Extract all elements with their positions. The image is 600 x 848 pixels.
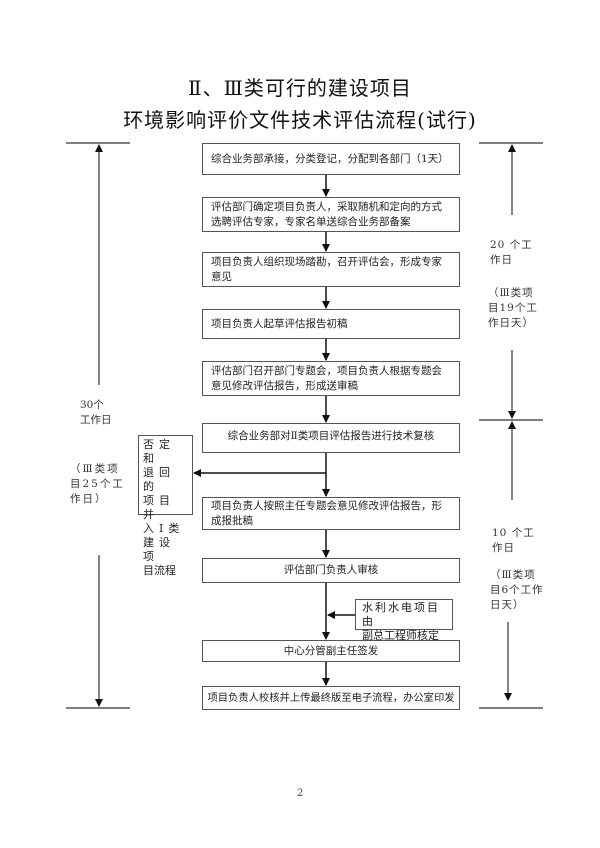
right-lower-sub-1: （Ⅲ类项	[490, 569, 536, 581]
right-upper-duration-note: （Ⅲ类项 目19个工 作日天）	[488, 286, 538, 331]
right-lower-duration-note: （Ⅲ类项 目6个工作 日天）	[490, 568, 544, 613]
right-upper-line-2: 作日	[490, 254, 513, 266]
left-duration-note: （Ⅲ类项 目25个工 作日）	[70, 462, 125, 507]
right-upper-sub-1: （Ⅲ类项	[488, 287, 534, 299]
step-9-box: 中心分管副主任签发	[202, 640, 460, 662]
rejected-note-line: 否定和	[143, 438, 175, 465]
left-duration-sub-3: 作日）	[70, 493, 108, 505]
right-upper-line-1: 20 个工	[490, 239, 533, 251]
rejected-note-line: 退回的	[143, 466, 175, 493]
right-lower-duration-label: 10 个工 作日	[492, 526, 535, 556]
rejected-note-line: 建设项	[143, 536, 175, 563]
step-7-text: 项目负责人按照主任专题会意见修改评估报告，形成报批稿	[211, 499, 442, 527]
step-1-box: 综合业务部承接，分类登记，分配到各部门（1天）	[202, 143, 460, 175]
step-3-text: 项目负责人组织现场踏勘，召开评估会，形成专家意见	[211, 255, 442, 283]
rejected-note-line: 入Ⅰ类	[143, 522, 185, 535]
rejected-note-box: 否定和 退回的 项目并 入Ⅰ类 建设项 目流程	[138, 435, 193, 577]
step-6-box: 综合业务部对Ⅱ类项目评估报告进行技术复核	[202, 423, 460, 453]
left-duration-sub-1: （Ⅲ类项	[70, 463, 120, 475]
rejected-note-line: 目流程	[143, 564, 176, 577]
step-7-box: 项目负责人按照主任专题会意见修改评估报告，形成报批稿	[202, 497, 460, 530]
step-8-box: 评估部门负责人审核	[202, 558, 460, 583]
step-6-text: 综合业务部对Ⅱ类项目评估报告进行技术复核	[227, 430, 435, 442]
step-8-text: 评估部门负责人审核	[283, 564, 379, 576]
page-number: 2	[296, 788, 304, 799]
right-upper-sub-2: 目19个工	[488, 302, 538, 314]
rejected-note-line: 项目并	[143, 494, 175, 521]
step-4-box: 项目负责人起草评估报告初稿	[202, 309, 460, 339]
right-lower-line-1: 10 个工	[492, 527, 535, 539]
step-10-box: 项目负责人校核并上传最终版至电子流程，办公室印发	[202, 686, 460, 710]
hydro-note-line-1: 水利水电项目由	[362, 601, 440, 628]
step-10-text: 项目负责人校核并上传最终版至电子流程，办公室印发	[207, 691, 455, 704]
left-duration-line-2: 工作日	[80, 414, 112, 426]
title-line-1: Ⅱ、Ⅲ类可行的建设项目	[188, 76, 412, 100]
right-lower-sub-2: 目6个工作	[490, 584, 544, 596]
title-line-2: 环境影响评价文件技术评估流程(试行)	[123, 108, 477, 132]
step-2-box: 评估部门确定项目负责人，采取随机和定向的方式选聘评估专家，专家名单送综合业务部备…	[202, 197, 460, 232]
step-2-text: 评估部门确定项目负责人，采取随机和定向的方式选聘评估专家，专家名单送综合业务部备…	[211, 200, 442, 228]
right-upper-sub-3: 作日天）	[488, 317, 534, 329]
hydro-note-line-2: 副总工程师核定	[362, 629, 439, 642]
right-upper-duration-label: 20 个工 作日	[490, 238, 533, 268]
step-1-text: 综合业务部承接，分类登记，分配到各部门（1天）	[211, 152, 449, 165]
right-lower-sub-3: 日天）	[490, 599, 525, 611]
right-lower-line-2: 作日	[492, 542, 515, 554]
step-3-box: 项目负责人组织现场踏勘，召开评估会，形成专家意见	[202, 252, 460, 287]
left-duration-line-1: 30个	[80, 399, 104, 411]
step-4-text: 项目负责人起草评估报告初稿	[211, 317, 348, 330]
step-9-text: 中心分管副主任签发	[283, 644, 379, 657]
left-duration-sub-2: 目25个工	[70, 478, 125, 490]
hydro-note-box: 水利水电项目由 副总工程师核定	[355, 599, 453, 642]
step-5-box: 评估部门召开部门专题会，项目负责人根据专题会意见修改评估报告，形成送审稿	[202, 361, 460, 396]
step-5-text: 评估部门召开部门专题会，项目负责人根据专题会意见修改评估报告，形成送审稿	[211, 364, 442, 392]
left-duration-label: 30个 工作日	[80, 398, 112, 428]
